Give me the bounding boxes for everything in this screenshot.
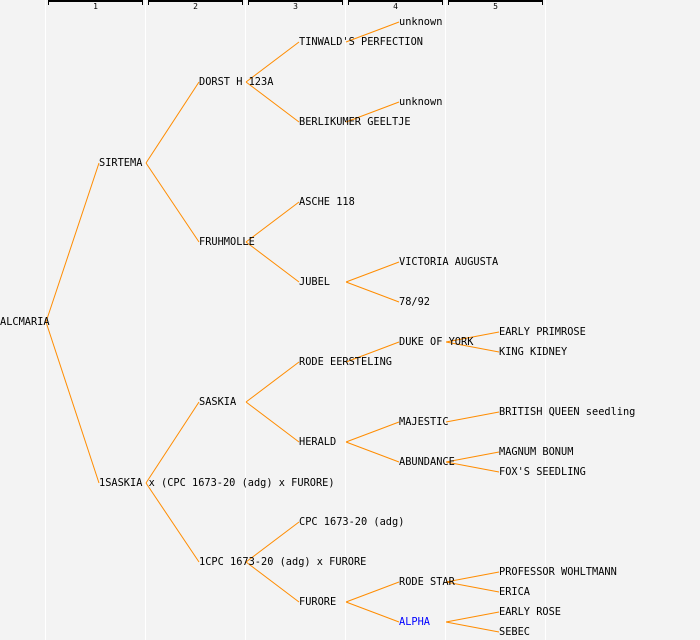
pedigree-node[interactable]: CPC 1673-20 (adg) bbox=[299, 516, 405, 528]
pedigree-link bbox=[145, 401, 200, 484]
pedigree-node[interactable]: ASCHE 118 bbox=[299, 196, 355, 208]
pedigree-link bbox=[145, 162, 200, 243]
pedigree-link bbox=[45, 162, 100, 323]
pedigree-node[interactable]: KING KIDNEY bbox=[499, 346, 568, 358]
pedigree-link bbox=[345, 281, 400, 303]
pedigree-node[interactable]: TINWALD'S PERFECTION bbox=[299, 36, 423, 48]
pedigree-node[interactable]: unknown bbox=[399, 16, 443, 28]
generation-bracket bbox=[148, 0, 243, 5]
generation-bracket bbox=[348, 0, 443, 5]
generation-bracket bbox=[448, 0, 543, 5]
pedigree-node[interactable]: ALCMARIA bbox=[0, 316, 50, 328]
pedigree-link bbox=[245, 561, 300, 603]
pedigree-link bbox=[245, 521, 300, 563]
column-divider bbox=[45, 0, 46, 640]
generation-label: 4 bbox=[393, 2, 398, 11]
pedigree-node[interactable]: FURORE bbox=[299, 596, 337, 608]
pedigree-link bbox=[245, 401, 300, 443]
pedigree-link bbox=[245, 361, 300, 403]
pedigree-link bbox=[445, 461, 500, 473]
pedigree-link bbox=[345, 101, 400, 123]
column-divider bbox=[345, 0, 346, 640]
pedigree-node[interactable]: ABUNDANCE bbox=[399, 456, 455, 468]
pedigree-link bbox=[445, 571, 500, 583]
pedigree-link bbox=[345, 341, 400, 363]
pedigree-link bbox=[345, 421, 400, 443]
pedigree-link bbox=[445, 611, 500, 623]
generation-bracket bbox=[48, 0, 143, 5]
pedigree-node[interactable]: SIRTEMA bbox=[99, 157, 143, 169]
pedigree-link bbox=[145, 482, 200, 563]
pedigree-node[interactable]: 1CPC 1673-20 (adg) x FURORE bbox=[199, 556, 367, 568]
pedigree-node[interactable]: DUKE OF YORK bbox=[399, 336, 474, 348]
pedigree-node[interactable]: ERICA bbox=[499, 586, 530, 598]
pedigree-link bbox=[345, 601, 400, 623]
pedigree-node[interactable]: unknown bbox=[399, 96, 443, 108]
pedigree-link bbox=[245, 201, 300, 243]
pedigree-link bbox=[45, 321, 100, 484]
generation-bracket bbox=[248, 0, 343, 5]
pedigree-node[interactable]: BRITISH QUEEN seedling bbox=[499, 406, 636, 418]
pedigree-node[interactable]: 1SASKIA x (CPC 1673-20 (adg) x FURORE) bbox=[99, 477, 335, 489]
pedigree-link bbox=[445, 411, 500, 423]
pedigree-link bbox=[345, 21, 400, 43]
generation-label: 1 bbox=[93, 2, 98, 11]
pedigree-node[interactable]: 78/92 bbox=[399, 296, 430, 308]
pedigree-node[interactable]: HERALD bbox=[299, 436, 337, 448]
pedigree-node[interactable]: EARLY PRIMROSE bbox=[499, 326, 586, 338]
pedigree-node[interactable]: FOX'S SEEDLING bbox=[499, 466, 586, 478]
generation-label: 3 bbox=[293, 2, 298, 11]
pedigree-node[interactable]: RODE EERSTELING bbox=[299, 356, 392, 368]
pedigree-link bbox=[445, 621, 500, 633]
pedigree-node[interactable]: SEBEC bbox=[499, 626, 530, 638]
pedigree-node[interactable]: JUBEL bbox=[299, 276, 330, 288]
pedigree-node[interactable]: MAGNUM BONUM bbox=[499, 446, 574, 458]
generation-label: 5 bbox=[493, 2, 498, 11]
pedigree-node[interactable]: ALPHA bbox=[399, 616, 430, 628]
pedigree-link bbox=[245, 81, 300, 123]
pedigree-node[interactable]: DORST H 123A bbox=[199, 76, 274, 88]
pedigree-node[interactable]: EARLY ROSE bbox=[499, 606, 561, 618]
pedigree-node[interactable]: FRUHMOLLE bbox=[199, 236, 255, 248]
pedigree-link bbox=[445, 581, 500, 593]
pedigree-link bbox=[345, 441, 400, 463]
pedigree-node[interactable]: RODE STAR bbox=[399, 576, 455, 588]
pedigree-link bbox=[345, 261, 400, 283]
pedigree-link bbox=[445, 451, 500, 463]
column-divider bbox=[545, 0, 546, 640]
pedigree-link bbox=[445, 341, 500, 353]
pedigree-node[interactable]: SASKIA bbox=[199, 396, 237, 408]
column-divider bbox=[445, 0, 446, 640]
generation-label: 2 bbox=[193, 2, 198, 11]
column-divider bbox=[145, 0, 146, 640]
pedigree-node[interactable]: VICTORIA AUGUSTA bbox=[399, 256, 499, 268]
column-divider bbox=[245, 0, 246, 640]
pedigree-link bbox=[445, 331, 500, 343]
pedigree-link bbox=[145, 81, 200, 164]
pedigree-link bbox=[245, 41, 300, 83]
pedigree-link bbox=[245, 241, 300, 283]
pedigree-node[interactable]: PROFESSOR WOHLTMANN bbox=[499, 566, 617, 578]
pedigree-node[interactable]: BERLIKUMER GEELTJE bbox=[299, 116, 411, 128]
pedigree-link bbox=[345, 581, 400, 603]
pedigree-node[interactable]: MAJESTIC bbox=[399, 416, 449, 428]
